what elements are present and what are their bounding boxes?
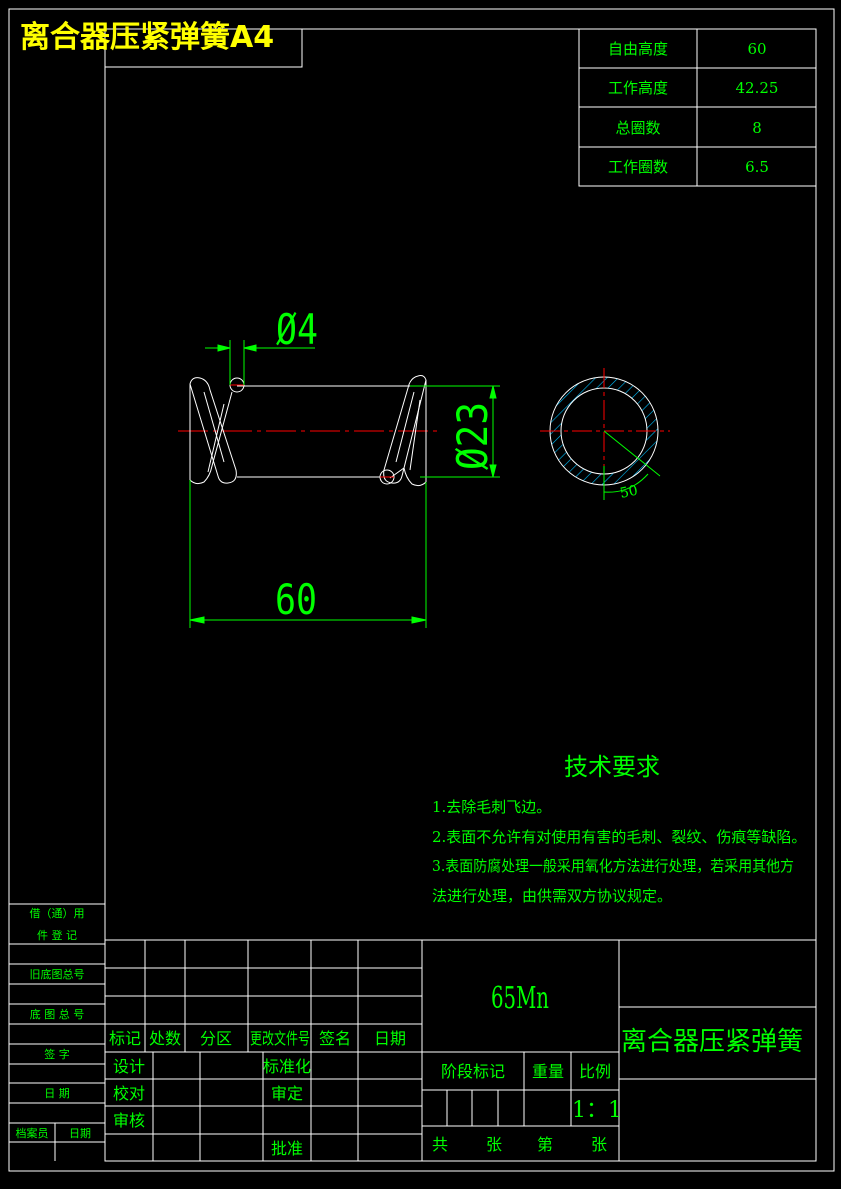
standard-label: 标准化 (263, 1057, 311, 1076)
param-value-free-height: 60 (747, 40, 766, 58)
header-date: 日期 (374, 1029, 406, 1048)
param-value-work-height: 42.25 (736, 79, 779, 97)
date2-label: 日期 (69, 1127, 91, 1140)
tech-item-4: 法进行处理，由供需双方协议规定。 (432, 887, 672, 905)
check-label: 校对 (113, 1084, 145, 1103)
stage-mark-label: 阶段标记 (441, 1062, 505, 1081)
header-change-doc: 更改文件号 (250, 1029, 310, 1048)
part-name-label: 离合器压紧弹簧 (621, 1027, 803, 1057)
param-label-free-height: 自由高度 (608, 40, 668, 58)
date-label: 日 期 (44, 1087, 70, 1100)
title-block (105, 939, 816, 1161)
old-base-label: 旧底图总号 (30, 967, 85, 981)
design-label: 设计 (113, 1057, 145, 1076)
tech-item-2: 2.表面不允许有对使用有害的毛刺、裂纹、伤痕等缺陷。 (432, 828, 806, 846)
dimensions (189, 340, 500, 628)
wire-diameter-label: Ø4 (276, 305, 318, 354)
right-coils (379, 375, 427, 487)
scale-label: 比例 (579, 1062, 611, 1081)
header-zone: 分区 (200, 1029, 232, 1048)
weight-label: 重量 (532, 1062, 564, 1081)
header-mark: 标记 (109, 1029, 141, 1048)
base-number-label: 底 图 总 号 (30, 1007, 85, 1021)
angle-label: 50 (619, 483, 640, 502)
param-label-total-coils: 总圈数 (615, 119, 660, 137)
tech-item-3: 3.表面防腐处理一般采用氧化方法进行处理，若采用其他方 (432, 857, 794, 875)
title-box (104, 28, 303, 68)
approve-review-label: 审定 (271, 1084, 303, 1103)
sheets-label: 张 (486, 1135, 502, 1154)
param-value-work-coils: 6.5 (745, 158, 769, 176)
borrow-label-1: 借（通）用 (30, 907, 85, 920)
sign-label: 签 字 (44, 1047, 70, 1061)
header-count: 处数 (149, 1029, 181, 1048)
tech-item-1: 1.去除毛刺飞边。 (432, 798, 551, 816)
approve-label: 批准 (271, 1139, 303, 1158)
scale-value: 1：1 (572, 1098, 622, 1123)
spring-front-view (178, 375, 440, 487)
total-label: 共 (432, 1135, 448, 1154)
left-strip (9, 903, 105, 1161)
outer-border (8, 8, 835, 1172)
borrow-label-2: 件 登 记 (37, 928, 77, 942)
parameter-table (578, 28, 817, 187)
sheet-title: 离合器压紧弹簧A4 (20, 20, 274, 55)
length-label: 60 (275, 575, 317, 624)
outer-diameter-label: Ø23 (448, 402, 497, 470)
inner-border (104, 28, 817, 1162)
archivist-label: 档案员 (16, 1126, 49, 1140)
param-label-work-coils: 工作圈数 (608, 158, 668, 176)
review-label: 审核 (113, 1111, 145, 1130)
tech-heading: 技术要求 (564, 753, 660, 781)
param-label-work-height: 工作高度 (608, 79, 668, 97)
param-value-total-coils: 8 (752, 119, 762, 137)
sheet2-label: 张 (591, 1135, 607, 1154)
material-label: 65Mn (491, 981, 549, 1016)
spring-end-view (540, 368, 670, 500)
nth-label: 第 (537, 1135, 553, 1154)
header-sign: 签名 (319, 1029, 351, 1048)
